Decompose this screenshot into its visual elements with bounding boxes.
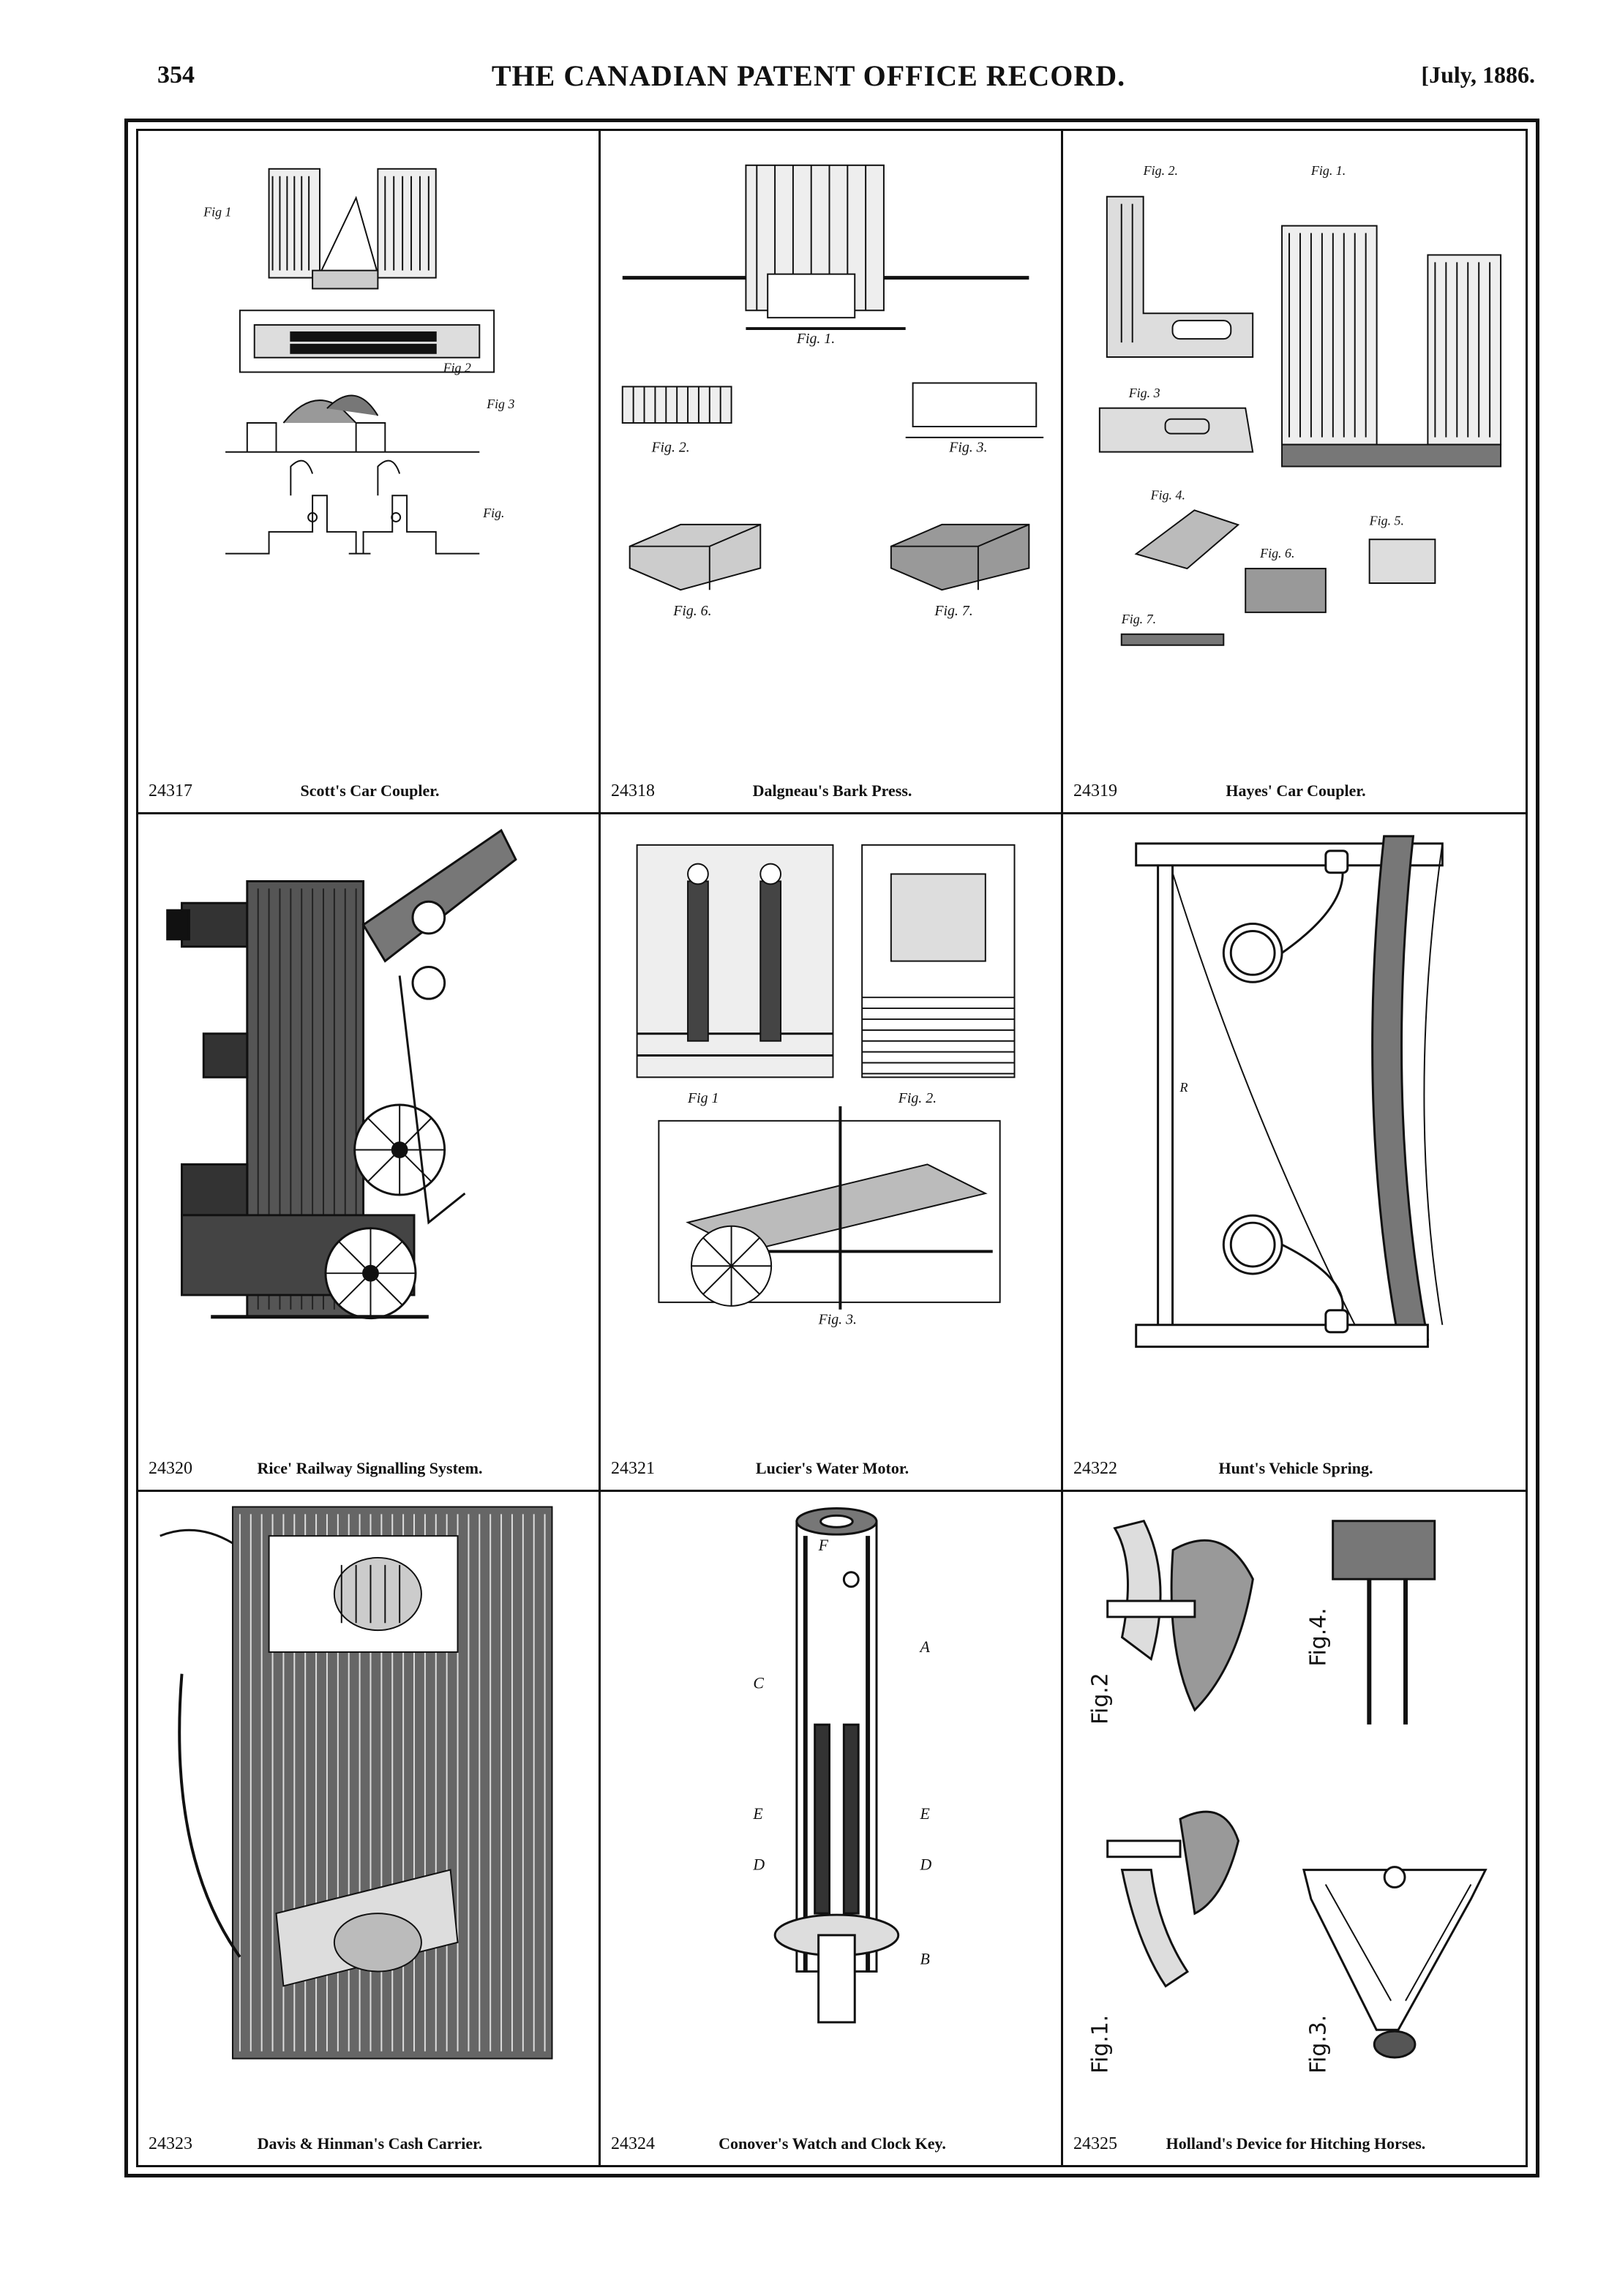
patent-number: 24320 [149, 1459, 192, 1478]
patent-number: 24324 [611, 2134, 655, 2153]
patent-number: 24323 [149, 2134, 192, 2153]
patent-number: 24317 [149, 781, 192, 800]
fig-label: Fig. 2. [898, 1090, 937, 1106]
fig-label: Fig 1 [203, 204, 231, 219]
fig-label: E [752, 1805, 762, 1823]
patent-caption: 24317 Scott's Car Coupler. [149, 781, 591, 803]
patent-title: Holland's Device for Hitching Horses. [1166, 2134, 1426, 2153]
patent-cell-24317: Fig 1 Fig 2 Fig 3 Fig. 24317 Scott's Car… [138, 131, 601, 814]
cash-carrier-drawing [160, 1506, 553, 2060]
fig-label: Fig. 7. [1121, 612, 1156, 626]
patent-caption: 24325 Holland's Device for Hitching Hors… [1073, 2134, 1518, 2156]
page-number: 354 [157, 61, 195, 89]
fig-label: Fig.1. [1088, 2015, 1114, 2074]
patent-caption: 24323 Davis & Hinman's Cash Carrier. [149, 2134, 591, 2156]
patent-cell-24325: Fig.2 Fig.4. Fig.1. Fig.3. 24325 Holland… [1063, 1492, 1526, 2165]
fig-label: Fig.3. [1306, 2015, 1332, 2074]
patent-number: 24318 [611, 781, 655, 800]
fig-label: Fig 3 [486, 397, 514, 411]
vehicle-spring-drawing: R [1135, 835, 1444, 1348]
patent-title: Rice' Railway Signalling System. [257, 1459, 483, 1477]
fig-label: Fig. 3 [1128, 386, 1160, 400]
bark-press-drawing: Fig. 1. Fig. 2. Fig. 3. Fig. 6. Fig. 7. [621, 164, 1044, 619]
patent-number: 24322 [1073, 1459, 1117, 1478]
fig-label: Fig. 1. [796, 331, 835, 347]
fig-label: Fig. 3. [948, 440, 987, 456]
fig-label: Fig. 2. [1143, 163, 1178, 178]
fig-label: Fig. 6. [672, 603, 711, 619]
fig-label: D [920, 1856, 932, 1874]
fig-label: Fig 2 [443, 361, 471, 375]
fig-label: Fig 1 [687, 1090, 719, 1106]
patent-cell-24320: 24320 Rice' Railway Signalling System. [138, 814, 601, 1492]
water-motor-drawing: Fig 1 Fig. 2. Fig. 3. [636, 844, 1016, 1328]
patent-number: 24325 [1073, 2134, 1117, 2153]
patent-title: Dalgneau's Bark Press. [752, 781, 912, 800]
patent-caption: 24318 Dalgneau's Bark Press. [611, 781, 1054, 803]
patent-caption: 24322 Hunt's Vehicle Spring. [1073, 1459, 1518, 1481]
patent-cell-24324: F A C E E D D B 24324 Conover's Watch an… [601, 1492, 1063, 2165]
patent-title: Conover's Watch and Clock Key. [719, 2134, 946, 2153]
patent-caption: 24321 Lucier's Water Motor. [611, 1459, 1054, 1481]
journal-title: THE CANADIAN PATENT OFFICE RECORD. [491, 59, 1126, 92]
fig-label: D [752, 1856, 765, 1874]
patent-cell-24321: Fig 1 Fig. 2. Fig. 3. 24321 Lucier's Wat… [601, 814, 1063, 1492]
patent-title: Hunt's Vehicle Spring. [1218, 1459, 1373, 1477]
fig-label: A [919, 1638, 931, 1656]
fig-label: Fig. 6. [1259, 546, 1294, 560]
fig-label: Fig.2 [1088, 1673, 1114, 1725]
patent-cell-24322: R 24322 Hunt's Vehicle Spring. [1063, 814, 1526, 1492]
railway-signalling-drawing [166, 828, 517, 1320]
fig-label: Fig. [482, 506, 504, 520]
patent-title: Hayes' Car Coupler. [1226, 781, 1366, 800]
fig-label: B [920, 1951, 930, 1968]
page-header: 354 THE CANADIAN PATENT OFFICE RECORD. [… [0, 57, 1617, 101]
scott-car-coupler-drawing: Fig 1 Fig 2 Fig 3 Fig. [203, 168, 514, 555]
fig-label: E [920, 1805, 930, 1823]
fig-label: F [818, 1537, 829, 1554]
outer-frame [124, 119, 1539, 2177]
fig-label: Fig. 4. [1150, 487, 1185, 502]
fig-label: R [1179, 1080, 1188, 1095]
patent-cell-24318: Fig. 1. Fig. 2. Fig. 3. Fig. 6. Fig. 7. … [601, 131, 1063, 814]
hayes-car-coupler-drawing: Fig. 1. Fig. 2. Fig. 3 Fig. 4. Fig. 5. F… [1098, 163, 1502, 646]
fig-label: Fig. 2. [650, 440, 689, 456]
patent-number: 24321 [611, 1459, 655, 1478]
patent-caption: 24320 Rice' Railway Signalling System. [149, 1459, 591, 1481]
patent-grid: Fig 1 Fig 2 Fig 3 Fig. 24317 Scott's Car… [136, 129, 1528, 2167]
patent-number: 24319 [1073, 781, 1117, 800]
hitching-device-drawing: Fig.2 Fig.4. Fig.1. Fig.3. [1088, 1520, 1487, 2074]
issue-date: [July, 1886. [1421, 61, 1535, 88]
patent-title: Lucier's Water Motor. [755, 1459, 909, 1477]
fig-label: Fig. 7. [934, 603, 972, 619]
patent-title: Davis & Hinman's Cash Carrier. [257, 2134, 483, 2153]
patent-title: Scott's Car Coupler. [300, 781, 440, 800]
fig-label: Fig. 3. [818, 1312, 857, 1328]
patent-cell-24323: 24323 Davis & Hinman's Cash Carrier. [138, 1492, 601, 2165]
patent-cell-24319: Fig. 1. Fig. 2. Fig. 3 Fig. 4. Fig. 5. F… [1063, 131, 1526, 814]
patent-caption: 24324 Conover's Watch and Clock Key. [611, 2134, 1054, 2156]
fig-label: Fig. 1. [1310, 163, 1346, 178]
patent-caption: 24319 Hayes' Car Coupler. [1073, 781, 1518, 803]
fig-label: Fig. 5. [1369, 513, 1404, 528]
fig-label: Fig.4. [1306, 1607, 1332, 1666]
watch-key-drawing: F A C E E D D B [752, 1507, 932, 2024]
fig-label: C [753, 1675, 764, 1692]
